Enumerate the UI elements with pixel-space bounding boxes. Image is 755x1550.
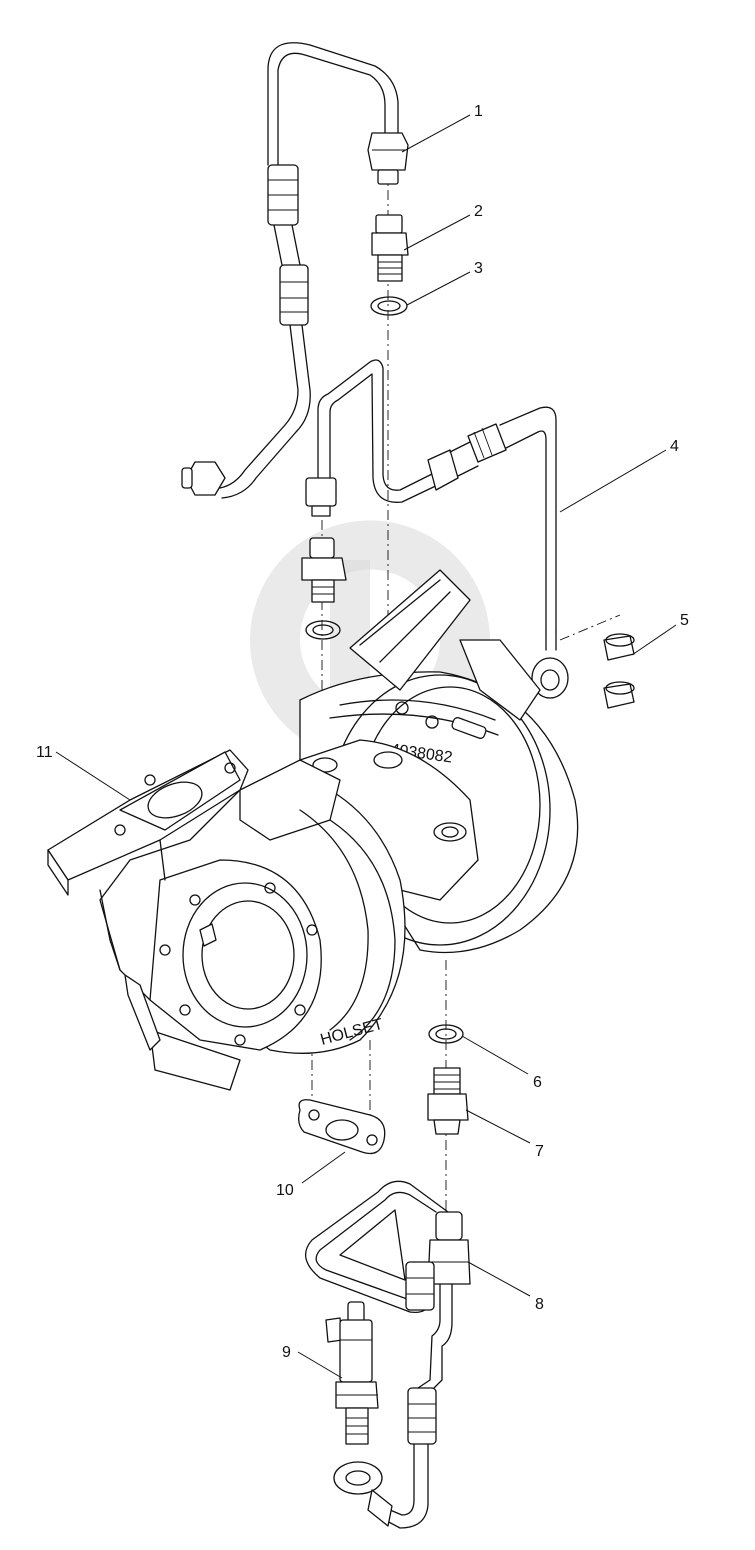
callout-3: 3: [474, 260, 483, 277]
callout-5: 5: [680, 612, 689, 629]
callout-leaders: [55, 114, 677, 1379]
callout-9: 9: [282, 1344, 291, 1361]
drain-line-lower-8: [304, 1180, 471, 1529]
outlet-flange-11: [47, 749, 249, 971]
gasket-10: [298, 1099, 386, 1155]
adapter-fitting-2: [371, 214, 409, 282]
callout-1: 1: [474, 103, 483, 120]
callout-10: 10: [276, 1182, 294, 1199]
callout-11: 11: [36, 744, 53, 761]
center-bearing-housing: [299, 739, 479, 901]
callout-6: 6: [533, 1074, 542, 1091]
callout-7: 7: [535, 1143, 544, 1160]
callout-2: 2: [474, 203, 483, 220]
sealing-washer-3: [370, 296, 408, 316]
callout-labels: 1 2 3 4 5 6 7 8 9 10 11: [36, 103, 689, 1361]
drain-fitting-7: [427, 1067, 469, 1135]
hose-clamps-5: [603, 633, 635, 709]
oil-feed-line-upper: [181, 42, 409, 499]
oil-line-middle: [305, 359, 569, 699]
sealing-washer-6: [428, 1024, 464, 1044]
check-valve-9: [325, 1301, 379, 1445]
turbine-housing: HOLSET: [99, 759, 406, 1091]
callout-8: 8: [535, 1296, 544, 1313]
callout-4: 4: [670, 438, 679, 455]
banjo-fitting-left: [301, 537, 347, 640]
